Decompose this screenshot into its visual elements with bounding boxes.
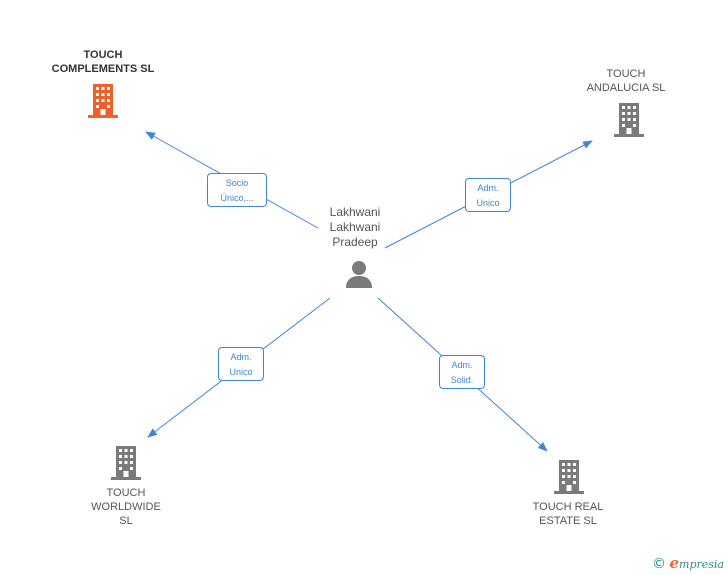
copyright-icon: ©: [651, 556, 666, 572]
brand-logo-text: mpresia: [679, 558, 724, 571]
building-icon[interactable]: [87, 83, 119, 119]
brand-logo-initial: e: [669, 554, 680, 572]
person-icon[interactable]: [344, 259, 374, 289]
node-label-person[interactable]: Lakhwani Lakhwani Pradeep: [329, 205, 381, 249]
brand-footer: © empresia: [652, 554, 724, 572]
building-icon[interactable]: [110, 445, 142, 481]
edge-label-worldwide[interactable]: Adm. Unico: [218, 347, 264, 381]
building-icon[interactable]: [553, 459, 585, 495]
edge-label-realestate[interactable]: Adm. Solid.: [439, 355, 485, 389]
node-label-realestate[interactable]: TOUCH REAL ESTATE SL: [532, 501, 604, 527]
edge-label-complements[interactable]: Socio Único,...: [207, 173, 267, 207]
node-label-andalucia[interactable]: TOUCH ANDALUCIA SL: [586, 68, 666, 94]
edge-label-andalucia[interactable]: Adm. Unico: [465, 178, 511, 212]
node-label-worldwide[interactable]: TOUCH WORLDWIDE SL: [91, 487, 161, 527]
node-label-complements[interactable]: TOUCH COMPLEMENTS SL: [51, 49, 155, 75]
building-icon[interactable]: [613, 102, 645, 138]
